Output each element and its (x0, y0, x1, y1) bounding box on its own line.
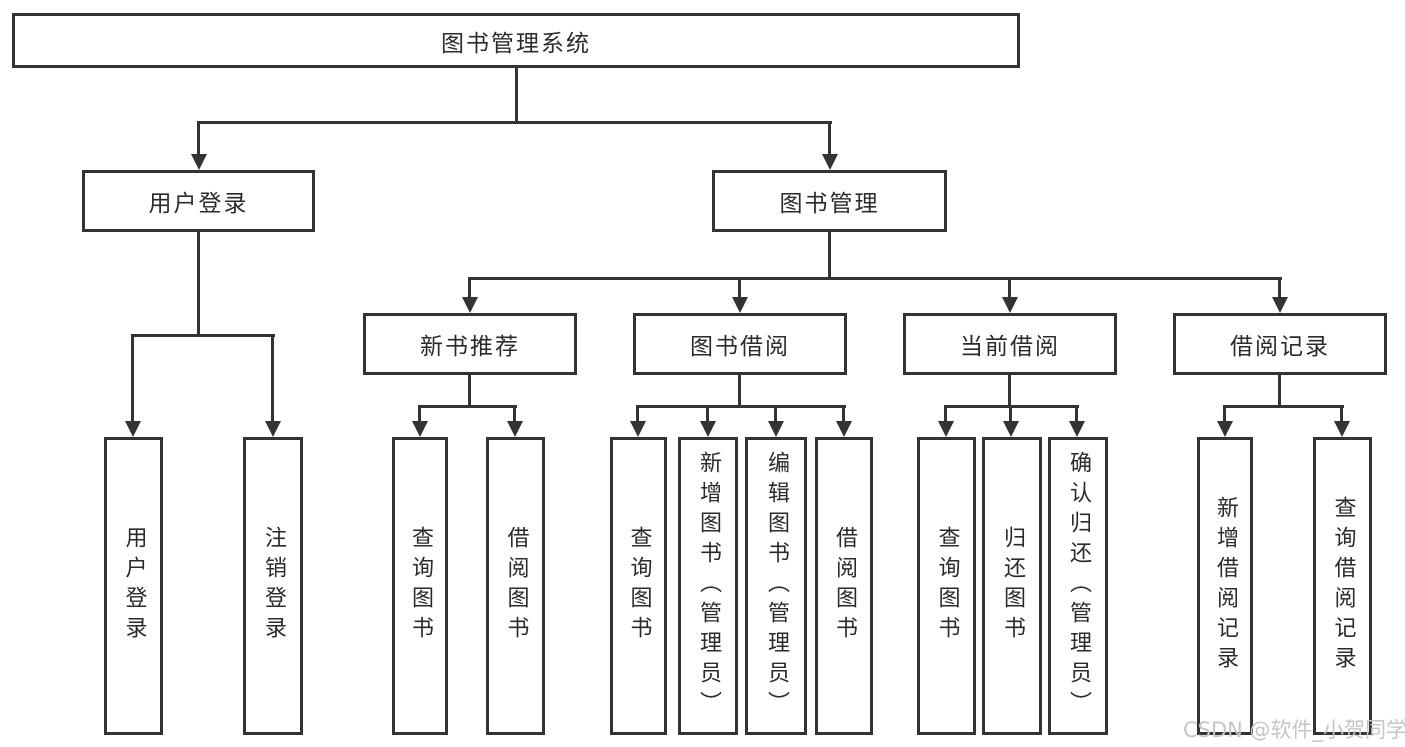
node-current-borrow-label: 当前借阅 (960, 334, 1060, 360)
arrowhead-user-login (191, 154, 207, 170)
connector-drop-new-books (468, 277, 471, 299)
connector-drop-user-login (197, 121, 200, 156)
arrowhead-borrow-edit (768, 421, 784, 437)
leaf-bookborrow-edit-books-admin: 编辑图书（管理员） (745, 437, 807, 735)
arrowhead-current-query (938, 421, 954, 437)
arrowhead-borrow-add (700, 421, 716, 437)
node-user-login: 用户登录 (82, 170, 315, 232)
leaf-logout: 注销登录 (243, 437, 303, 735)
connector-drop-borrow-edit (774, 405, 777, 423)
leaf-bookborrow-edit-books-admin-label: 编辑图书（管理员） (764, 451, 789, 721)
leaf-records-query-record: 查询借阅记录 (1313, 437, 1372, 735)
connector-drop-records-query (1340, 405, 1343, 423)
leaf-user-login: 用户登录 (104, 437, 163, 735)
connector-book-borrow-stem (738, 375, 741, 405)
connector-drop-current-query (944, 405, 947, 423)
connector-user-login-rail (131, 334, 275, 337)
leaf-logout-label: 注销登录 (261, 526, 286, 646)
connector-drop-newbooks-query (418, 405, 421, 423)
leaf-bookborrow-borrow-books-label: 借阅图书 (832, 526, 857, 646)
connector-drop-current-confirm (1075, 405, 1078, 423)
connector-drop-book-borrow (738, 277, 741, 299)
node-book-borrow-label: 图书借阅 (690, 334, 790, 360)
arrowhead-current-return (1003, 421, 1019, 437)
leaf-records-add-record-label: 新增借阅记录 (1213, 496, 1238, 676)
connector-drop-borrow-query (636, 405, 639, 423)
node-book-management-label: 图书管理 (779, 191, 880, 217)
leaf-bookborrow-query-books: 查询图书 (610, 437, 667, 735)
arrowhead-book-borrow (732, 297, 748, 313)
node-new-book-recommend: 新书推荐 (363, 313, 577, 375)
arrowhead-borrow-borrow (836, 421, 852, 437)
arrowhead-new-books (462, 297, 478, 313)
arrowhead-borrow-query (630, 421, 646, 437)
node-root: 图书管理系统 (12, 13, 1020, 68)
node-root-label: 图书管理系统 (441, 30, 591, 57)
leaf-newbooks-borrow-books-label: 借阅图书 (503, 526, 529, 646)
leaf-records-add-record: 新增借阅记录 (1197, 437, 1253, 735)
connector-root-stem (515, 68, 518, 121)
connector-drop-login-leaf (131, 334, 134, 423)
arrowhead-records-add (1217, 421, 1233, 437)
connector-user-login-stem (197, 232, 200, 334)
leaf-newbooks-query-books-label: 查询图书 (408, 526, 433, 646)
arrowhead-current-borrow (1002, 297, 1018, 313)
connector-borrow-records-rail (1223, 405, 1344, 408)
leaf-current-query-books-label: 查询图书 (934, 526, 960, 646)
connector-current-borrow-stem (1008, 375, 1011, 405)
arrowhead-logout-leaf (265, 421, 281, 437)
leaf-bookborrow-add-books-admin: 新增图书（管理员） (678, 437, 738, 735)
arrowhead-current-confirm (1069, 421, 1085, 437)
leaf-current-return-books: 归还图书 (982, 437, 1042, 735)
leaf-newbooks-query-books: 查询图书 (392, 437, 448, 735)
leaf-current-confirm-return-admin-label: 确认归还（管理员） (1066, 451, 1091, 721)
connector-drop-logout-leaf (271, 334, 274, 423)
node-book-borrow: 图书借阅 (633, 313, 847, 375)
arrowhead-borrow-records (1272, 297, 1288, 313)
connector-drop-current-borrow (1008, 277, 1011, 299)
arrowhead-records-query (1334, 421, 1350, 437)
connector-book-borrow-rail (636, 405, 846, 408)
node-user-login-label: 用户登录 (148, 191, 249, 217)
connector-drop-book-mgmt (828, 121, 831, 156)
arrowhead-newbooks-query (412, 421, 428, 437)
connector-book-mgmt-rail (468, 277, 1282, 280)
connector-drop-records-add (1223, 405, 1226, 423)
connector-drop-borrow-borrow (842, 405, 845, 423)
arrowhead-login-leaf (125, 421, 141, 437)
node-current-borrow: 当前借阅 (903, 313, 1117, 375)
leaf-newbooks-borrow-books: 借阅图书 (486, 437, 545, 735)
connector-drop-borrow-records (1278, 277, 1281, 299)
connector-drop-current-return (1009, 405, 1012, 423)
connector-new-books-rail (418, 405, 517, 408)
node-book-management: 图书管理 (712, 170, 947, 232)
leaf-bookborrow-borrow-books: 借阅图书 (815, 437, 873, 735)
leaf-records-query-record-label: 查询借阅记录 (1330, 496, 1356, 676)
connector-drop-borrow-add (706, 405, 709, 423)
connector-book-mgmt-stem (828, 232, 831, 277)
leaf-bookborrow-query-books-label: 查询图书 (626, 526, 652, 646)
connector-new-books-stem (468, 375, 471, 405)
connector-root-rail (197, 121, 832, 124)
node-borrow-records: 借阅记录 (1173, 313, 1387, 375)
arrowhead-newbooks-borrow (507, 421, 523, 437)
node-new-book-recommend-label: 新书推荐 (420, 334, 520, 360)
leaf-current-return-books-label: 归还图书 (1000, 526, 1025, 646)
connector-drop-newbooks-borrow (513, 405, 516, 423)
leaf-current-query-books: 查询图书 (917, 437, 976, 735)
leaf-bookborrow-add-books-admin-label: 新增图书（管理员） (696, 451, 721, 721)
arrowhead-book-mgmt (822, 154, 838, 170)
leaf-current-confirm-return-admin: 确认归还（管理员） (1048, 437, 1108, 735)
node-borrow-records-label: 借阅记录 (1230, 334, 1330, 360)
connector-borrow-records-stem (1278, 375, 1281, 405)
leaf-user-login-label: 用户登录 (121, 526, 147, 646)
watermark-text: CSDN @软件_小贺同学 (1183, 718, 1405, 742)
